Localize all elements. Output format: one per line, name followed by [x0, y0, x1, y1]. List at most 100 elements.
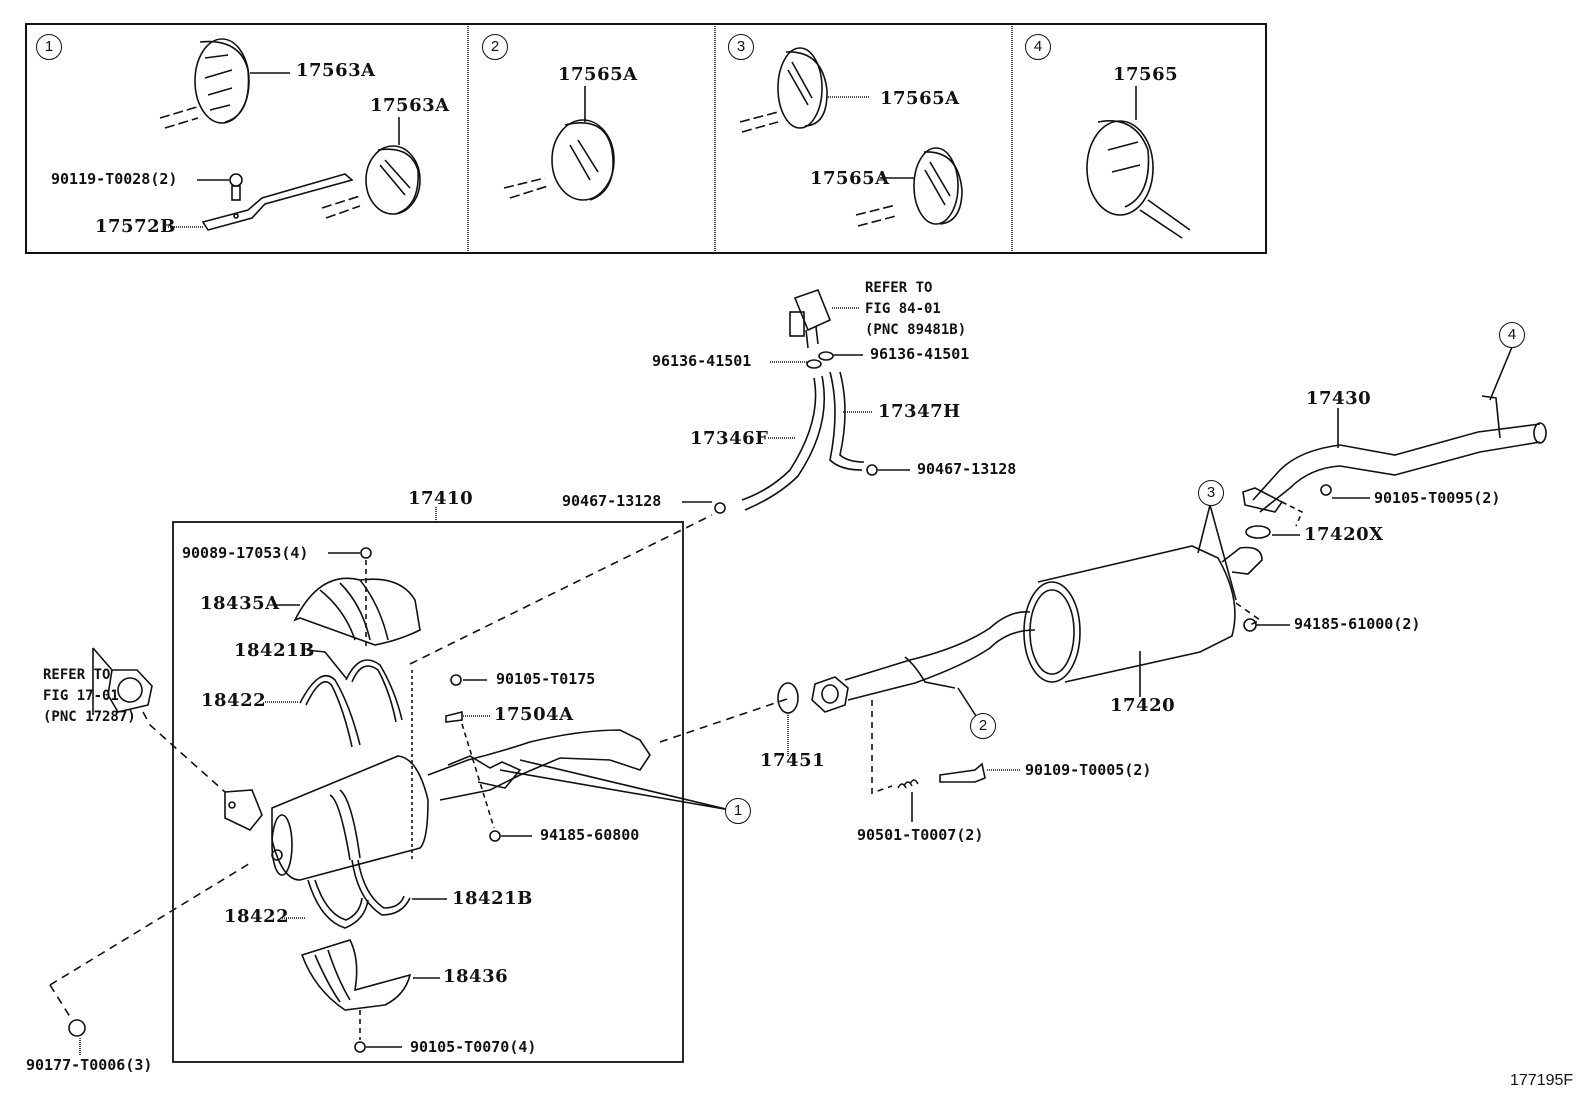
nut-90177-shape	[68, 1019, 86, 1037]
reference-note-manifold: REFER TO FIG 17-01 (PNC 17287)	[43, 667, 136, 725]
label-90501-t0007[interactable]: 90501-T0007(2)	[857, 826, 984, 844]
label-18422-upper[interactable]: 18422	[201, 690, 267, 711]
label-17420x[interactable]: 17420X	[1304, 524, 1384, 545]
assembly-dashed	[461, 723, 495, 829]
detail-panels-frame	[25, 23, 1267, 254]
manifold-gasket	[107, 669, 153, 713]
clamp-17504a-shape	[445, 710, 463, 723]
label-94185-61000[interactable]: 94185-61000(2)	[1294, 615, 1421, 633]
band-18422-lower	[307, 879, 369, 929]
label-17347h[interactable]: 17347H	[878, 401, 961, 422]
label-90467-13128-right[interactable]: 90467-13128	[917, 460, 1017, 478]
label-18421b-upper[interactable]: 18421B	[234, 640, 315, 661]
hose-17347h	[829, 371, 865, 471]
label-18421b-lower[interactable]: 18421B	[452, 888, 533, 909]
callout-3[interactable]: 3	[1198, 480, 1224, 506]
panel-index-3: 3	[728, 34, 754, 60]
label-90177-t0006[interactable]: 90177-T0006(3)	[26, 1056, 153, 1074]
hanger-17563a-lower	[365, 145, 421, 215]
bolt-dashed	[871, 700, 893, 795]
bolt-90109-shape	[939, 762, 986, 783]
hose-17346f	[741, 375, 825, 511]
label-90105-t0070[interactable]: 90105-T0070(4)	[410, 1038, 537, 1056]
tail-pipe-17430	[1242, 395, 1547, 513]
label-96136-41501-left[interactable]: 96136-41501	[652, 352, 752, 370]
hanger-rod-dashed	[739, 111, 779, 133]
hanger-17565a-panel3-lower	[913, 147, 963, 225]
label-17430[interactable]: 17430	[1306, 388, 1372, 409]
leader-line	[957, 687, 977, 717]
label-17563a-lower[interactable]: 17563A	[370, 95, 450, 116]
gasket-17420x-shape	[1245, 525, 1271, 539]
hanger-rod-dashed	[321, 195, 361, 219]
label-90105-t0095[interactable]: 90105-T0095(2)	[1374, 489, 1501, 507]
heat-insulator-18435a	[293, 577, 421, 646]
label-17346f[interactable]: 17346F	[690, 428, 769, 449]
leader-line	[92, 647, 113, 715]
hanger-17563a-upper	[194, 38, 250, 124]
bolt-dashed	[1281, 501, 1304, 527]
label-17504a[interactable]: 17504A	[494, 704, 574, 725]
hanger-17565-panel4	[1086, 120, 1154, 216]
panel-index-1: 1	[36, 34, 62, 60]
catalytic-converter	[224, 755, 429, 881]
label-17565a-panel3-upper[interactable]: 17565A	[880, 88, 960, 109]
label-17572b[interactable]: 17572B	[95, 216, 176, 237]
leader-line	[306, 649, 347, 679]
label-18435a[interactable]: 18435A	[200, 593, 280, 614]
gasket-17451-shape	[777, 682, 799, 714]
label-94185-60800[interactable]: 94185-60800	[540, 826, 640, 844]
label-90467-13128-left[interactable]: 90467-13128	[562, 492, 662, 510]
panel-index-2: 2	[482, 34, 508, 60]
clip-96136-left-shape	[806, 359, 822, 369]
label-90109-t0005[interactable]: 90109-T0005(2)	[1025, 761, 1152, 779]
label-17565-panel4[interactable]: 17565	[1113, 64, 1179, 85]
nut-94185-61000-shape	[1243, 618, 1257, 632]
clip-90467-right-shape	[866, 464, 878, 476]
hanger-17565a-panel2	[551, 119, 615, 201]
label-17451[interactable]: 17451	[760, 750, 826, 771]
callout-1[interactable]: 1	[725, 798, 751, 824]
clip-90467-left-shape	[714, 502, 726, 514]
nut-90177-dashed	[49, 861, 253, 986]
band-18421b-lower	[351, 859, 411, 916]
hanger-rod	[1139, 199, 1191, 239]
leader-line	[1489, 346, 1513, 401]
label-17420[interactable]: 17420	[1110, 695, 1176, 716]
leader-line	[1197, 504, 1237, 601]
label-17565a-panel2[interactable]: 17565A	[558, 64, 638, 85]
hanger-17565a-panel3-upper	[777, 47, 828, 129]
muffler	[1023, 545, 1263, 683]
clip-96136-right-shape	[818, 351, 834, 361]
bolt-90119	[229, 173, 243, 201]
band-18421b-upper	[345, 659, 403, 723]
front-pipe-dashed	[659, 697, 791, 743]
label-90119-t0028[interactable]: 90119-T0028(2)	[51, 170, 178, 188]
center-pipe-17420	[811, 611, 1036, 713]
bolt-90105-t0175-shape	[450, 674, 462, 686]
hanger-rod-dashed	[159, 105, 201, 129]
hanger-rod-dashed	[855, 204, 897, 227]
label-96136-41501-right[interactable]: 96136-41501	[870, 345, 970, 363]
label-17563a-upper[interactable]: 17563A	[296, 60, 376, 81]
pressure-sensor	[789, 288, 832, 349]
label-17410[interactable]: 17410	[408, 488, 474, 509]
hanger-rod-dashed	[503, 177, 549, 199]
nut-90089-shape	[360, 547, 372, 559]
callout-2[interactable]: 2	[970, 713, 996, 739]
assembly-17410-box	[172, 521, 684, 1063]
label-17565a-panel3-lower[interactable]: 17565A	[810, 168, 890, 189]
label-90089-17053[interactable]: 90089-17053(4)	[182, 544, 309, 562]
bolt-90105-t0095-shape	[1320, 484, 1332, 496]
bracket-17572b	[201, 173, 354, 231]
label-18422-lower[interactable]: 18422	[224, 906, 290, 927]
front-pipe	[427, 729, 651, 801]
nut-dashed	[1235, 602, 1262, 626]
nut-90177-dashed	[49, 984, 73, 1021]
reference-note-sensor: REFER TO FIG 84-01 (PNC 89481B)	[865, 280, 967, 338]
label-18436[interactable]: 18436	[443, 966, 509, 987]
leader-line	[499, 759, 731, 811]
callout-4[interactable]: 4	[1499, 322, 1525, 348]
label-90105-t0175[interactable]: 90105-T0175	[496, 670, 596, 688]
